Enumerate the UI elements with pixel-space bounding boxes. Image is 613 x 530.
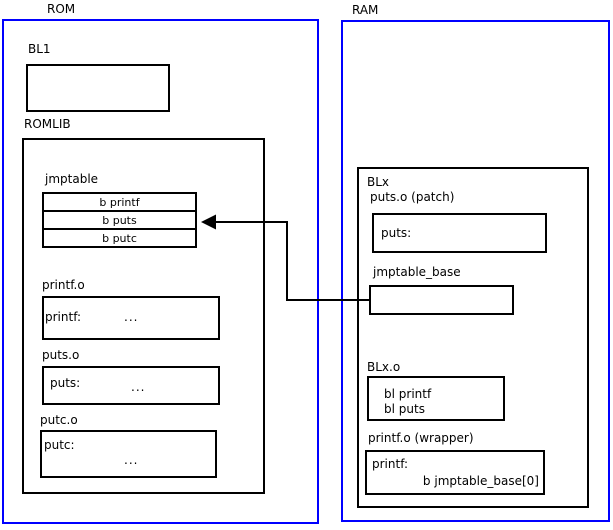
jmptable-base-box — [369, 285, 514, 315]
jmptable-row-printf: b printf — [42, 192, 197, 212]
blx-o-line-1: bl printf — [384, 387, 432, 401]
blx-o-line-2: bl puts — [384, 402, 425, 416]
puts-o-box: puts: ... — [42, 366, 220, 405]
blx-o-box: bl printf bl puts — [367, 376, 505, 421]
rom-box: BL1 ROMLIB jmptable b printf b puts b pu… — [2, 19, 319, 524]
blx-label: BLx — [367, 175, 390, 189]
puts-symbol: puts: — [50, 376, 81, 390]
printf-wrapper-symbol: printf: — [372, 457, 409, 471]
puts-patch-box: puts: — [372, 213, 547, 253]
putc-o-box: putc: ... — [40, 430, 217, 478]
jmptable-row-puts: b puts — [42, 210, 197, 230]
jmptable-row-putc: b putc — [42, 228, 197, 248]
printf-symbol: printf: — [45, 310, 82, 324]
puts-patch-label: puts.o (patch) — [370, 190, 455, 204]
romlib-box: jmptable b printf b puts b putc printf.o… — [22, 138, 265, 494]
printf-wrapper-label: printf.o (wrapper) — [368, 431, 474, 445]
blx-box: BLx puts.o (patch) puts: jmptable_base B… — [357, 167, 589, 508]
bl1-box — [26, 64, 170, 112]
puts-body-dots: ... — [131, 380, 146, 394]
putc-body-dots: ... — [124, 453, 139, 467]
puts-o-label: puts.o — [42, 348, 80, 362]
puts-patch-symbol: puts: — [381, 226, 412, 240]
putc-symbol: putc: — [44, 438, 75, 452]
jmptable-label: jmptable — [45, 172, 99, 186]
rom-section-label: ROM — [47, 2, 76, 16]
blx-o-label: BLx.o — [367, 360, 401, 374]
romlib-label: ROMLIB — [24, 117, 71, 131]
bl1-label: BL1 — [28, 42, 51, 56]
putc-o-label: putc.o — [40, 413, 78, 427]
printf-o-box: printf: ... — [42, 296, 220, 340]
printf-o-label: printf.o — [42, 278, 85, 292]
printf-wrapper-box: printf: b jmptable_base[0] — [365, 450, 545, 495]
printf-wrapper-instruction: b jmptable_base[0] — [422, 474, 539, 488]
ram-section-label: RAM — [352, 3, 379, 17]
jmptable: b printf b puts b putc — [42, 192, 197, 248]
printf-body-dots: ... — [124, 310, 139, 324]
jmptable-base-label: jmptable_base — [373, 265, 461, 279]
ram-box: BLx puts.o (patch) puts: jmptable_base B… — [341, 20, 610, 522]
